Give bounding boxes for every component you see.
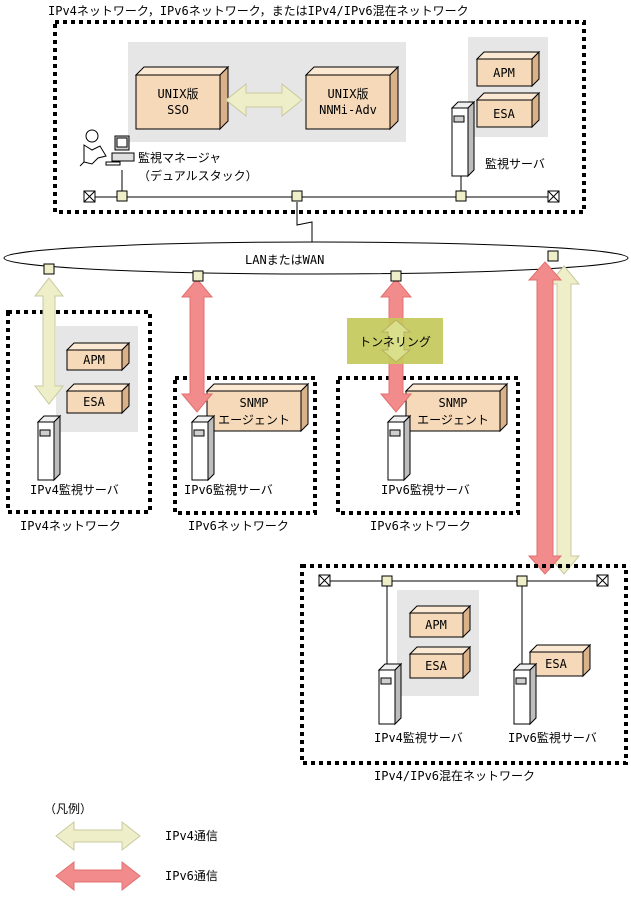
sso-nnmi-ipv4-arrow <box>225 82 303 118</box>
lan-node-ipv6-b <box>390 270 402 282</box>
top-node-wan <box>291 190 303 202</box>
mixed-esa-label: ESA <box>425 659 447 673</box>
mixed-ipv4-server-label: IPv4監視サーバ <box>374 730 463 745</box>
lan-node-ipv6-a <box>192 270 204 282</box>
ipv6-b-server-icon <box>386 414 412 482</box>
manager-pc-icon <box>105 135 135 166</box>
wan-link <box>296 202 313 243</box>
ipv6-b-agent-line1: SNMP <box>439 396 468 410</box>
top-terminator-right <box>547 190 560 203</box>
mixed-ipv4-server-icon <box>377 662 403 726</box>
ipv6-network-a-boundary <box>173 376 317 515</box>
ipv4-server-icon <box>36 414 62 482</box>
ipv4-apm-label: APM <box>83 353 105 367</box>
top-terminator-left <box>83 190 96 203</box>
top-esa-label: ESA <box>493 107 515 121</box>
ipv6-b-agent-line2: エージェント <box>417 413 489 427</box>
mixed-network-label: IPv4/IPv6混在ネットワーク <box>374 769 535 783</box>
ipv6-a-agent-line1: SNMP <box>240 396 269 410</box>
mixed-network-boundary <box>300 564 628 765</box>
top-node-manager <box>116 190 128 202</box>
unix-nnmi-line1: UNIX版 <box>328 87 369 101</box>
unix-sso-line1: UNIX版 <box>158 87 199 101</box>
top-apm-label: APM <box>493 66 515 80</box>
ipv4-esa-box: ESA <box>65 382 131 415</box>
ipv6-a-arrow <box>180 278 214 413</box>
ipv4-esa-label: ESA <box>83 395 105 409</box>
mixed-ipv6-arrow <box>527 261 563 575</box>
tunneling-label: トンネリング <box>359 335 431 349</box>
legend-ipv4-label: IPv4通信 <box>165 829 218 843</box>
ipv6-b-server-label: IPv6監視サーバ <box>381 482 470 497</box>
ipv4-network-boundary <box>6 310 152 514</box>
unix-nnmi-box: UNIX版 NNMi-Adv <box>304 65 400 131</box>
manager-person-icon <box>79 129 107 167</box>
unix-nnmi-line2: NNMi-Adv <box>319 103 377 117</box>
manager-label-line1: 監視マネージャ <box>138 150 221 165</box>
ipv6-a-server-icon <box>190 414 216 482</box>
mixed-esa-box: ESA <box>408 645 472 680</box>
mixed-ipv4-arrow <box>547 265 581 575</box>
legend-ipv6-arrow <box>55 860 141 892</box>
top-node-server <box>455 190 467 202</box>
legend-title: （凡例） <box>44 802 92 816</box>
top-esa-box: ESA <box>475 91 541 129</box>
lan-wan-label: LANまたはWAN <box>245 253 324 267</box>
top-network-boundary <box>53 20 586 214</box>
mixed-ipv6-server-label: IPv6監視サーバ <box>508 730 597 745</box>
ipv6-a-agent-line2: エージェント <box>218 413 290 427</box>
lan-node-ipv4 <box>43 263 55 275</box>
ipv6-a-agent-box: SNMP エージェント <box>205 382 310 433</box>
ipv6-a-network-label: IPv6ネットワーク <box>188 519 289 533</box>
ipv4-network-label: IPv4ネットワーク <box>20 519 121 533</box>
mixed-node-ipv4 <box>381 575 393 587</box>
ipv6-b-network-label: IPv6ネットワーク <box>370 519 471 533</box>
mixed-ipv6-server-icon <box>512 662 538 726</box>
unix-sso-box: UNIX版 SSO <box>134 65 230 131</box>
ipv4-server-panel <box>56 326 138 432</box>
mixed-esa2-label: ESA <box>545 657 567 671</box>
unix-sso-line2: SSO <box>167 103 189 117</box>
legend-ipv6-label: IPv6通信 <box>165 869 218 883</box>
ipv6-b-agent-box: SNMP エージェント <box>404 382 509 433</box>
top-server-label: 監視サーバ <box>485 156 545 171</box>
ipv4-apm-box: APM <box>65 341 131 372</box>
tunneling-arrow <box>380 319 412 363</box>
ipv6-a-server-label: IPv6監視サーバ <box>184 482 273 497</box>
manager-label-line2: （デュアルスタック） <box>138 168 258 183</box>
mixed-esa2-box: ESA <box>528 643 592 678</box>
top-server-icon <box>450 100 476 178</box>
mixed-apm-box: APM <box>408 604 472 639</box>
ipv6-network-b-boundary <box>336 376 520 515</box>
ipv4-net-arrow <box>33 277 65 405</box>
mixed-terminator-left <box>318 574 331 587</box>
top-apm-box: APM <box>475 50 541 88</box>
mixed-node-ipv6 <box>516 575 528 587</box>
lan-node-mixed <box>547 250 559 262</box>
mixed-terminator-right <box>596 574 609 587</box>
legend-ipv4-arrow <box>55 820 141 852</box>
top-network-title: IPv4ネットワーク，IPv6ネットワーク，またはIPv4/IPv6混在ネットワ… <box>48 4 469 18</box>
mixed-apm-label: APM <box>425 618 447 632</box>
ipv4-server-label: IPv4監視サーバ <box>30 482 119 497</box>
lan-wan-ellipse <box>3 241 629 275</box>
